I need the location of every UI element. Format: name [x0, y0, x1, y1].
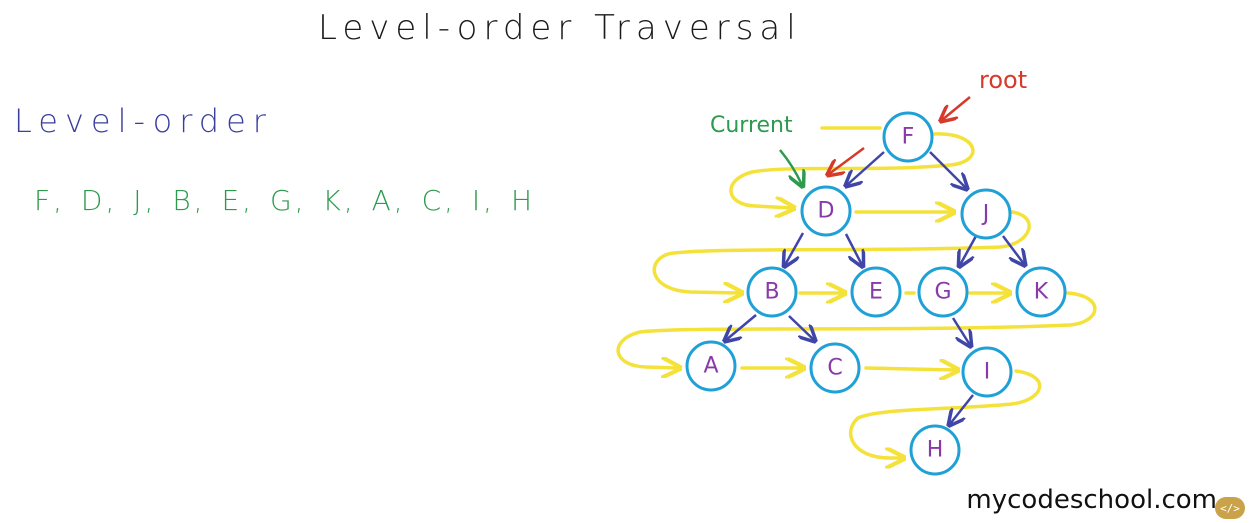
brand-watermark: mycodeschool.com [966, 485, 1217, 515]
slide-title: Level-order Traversal [318, 8, 802, 48]
svg-text:D: D [818, 199, 835, 224]
edge-d-b [785, 232, 805, 265]
edge-j-k [1002, 235, 1024, 264]
svg-text:H: H [927, 438, 944, 463]
tree-node-k: K [1015, 266, 1067, 318]
edge-d-e [844, 233, 862, 265]
root-arrow [942, 96, 971, 120]
tree-edges [726, 151, 1024, 424]
svg-text:A: A [703, 354, 718, 379]
tree-node-e: E [850, 266, 902, 318]
tree-node-f: F [882, 111, 934, 163]
tree-node-h: H [909, 424, 961, 476]
svg-text:K: K [1034, 280, 1049, 305]
tree-node-g: G [917, 266, 969, 318]
traversal-sequence: F, D, J, B, E, G, K, A, C, I, H [34, 184, 536, 217]
tree-nodes: F D J B E G K [685, 111, 1067, 476]
edge-b-a [726, 314, 757, 340]
svg-text:G: G [934, 280, 951, 305]
svg-text:E: E [869, 280, 883, 305]
svg-text:C: C [827, 356, 842, 381]
svg-text:J: J [981, 202, 990, 227]
edge-b-c [788, 315, 814, 340]
current-arrow [779, 149, 802, 185]
svg-text:I: I [984, 360, 991, 385]
edge-f-d [847, 151, 885, 185]
edge-f-j [929, 151, 966, 188]
level-order-heading: Level-order [14, 102, 273, 140]
svg-text:B: B [764, 280, 779, 305]
svg-text:F: F [902, 125, 915, 150]
edge-i-h [950, 394, 974, 424]
current-pointer-arrow [829, 146, 865, 174]
tree-node-i: I [961, 346, 1013, 398]
tree-node-d: D [800, 185, 852, 237]
tree-node-j: J [960, 188, 1012, 240]
current-annotation: Current [710, 113, 793, 138]
edge-g-i [951, 317, 970, 345]
tree-node-b: B [746, 266, 798, 318]
annotations: root Current [710, 66, 1027, 185]
tree-node-a: A [685, 340, 737, 392]
tree-node-c: C [809, 342, 861, 394]
edge-j-g [960, 235, 978, 265]
code-icon: </> [1215, 497, 1245, 519]
root-annotation: root [979, 66, 1027, 94]
